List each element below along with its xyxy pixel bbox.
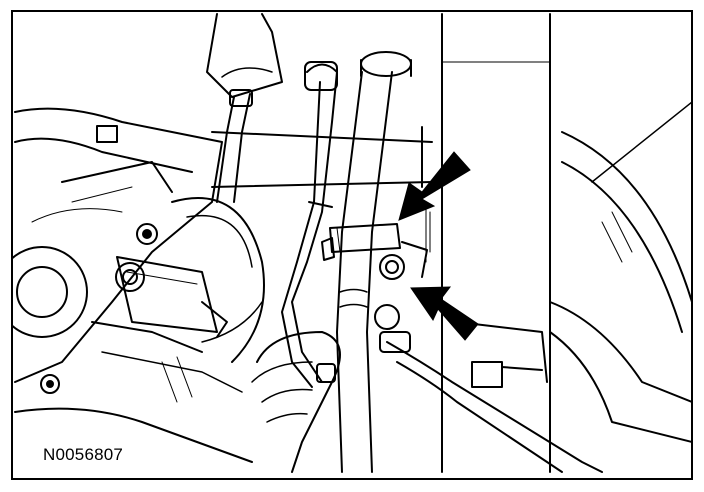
figure-reference-code: N0056807: [43, 445, 124, 464]
crossmember: [211, 126, 433, 188]
sensor-connector: [115, 256, 228, 338]
round-flange: [171, 197, 265, 363]
sensor-cable: [281, 61, 338, 388]
figure-frame: N0056807: [11, 10, 693, 480]
right-strut: [441, 13, 691, 473]
main-pipe: [336, 51, 412, 473]
shading: [161, 201, 633, 403]
boot: [251, 331, 341, 473]
transmission-housing: [13, 107, 253, 463]
arrow-upper: [398, 151, 471, 221]
technical-illustration: [13, 13, 691, 473]
lower-hose: [374, 304, 603, 473]
pipe-clip: [321, 223, 428, 280]
arrow-lower: [410, 286, 479, 341]
top-cable: [206, 13, 283, 203]
